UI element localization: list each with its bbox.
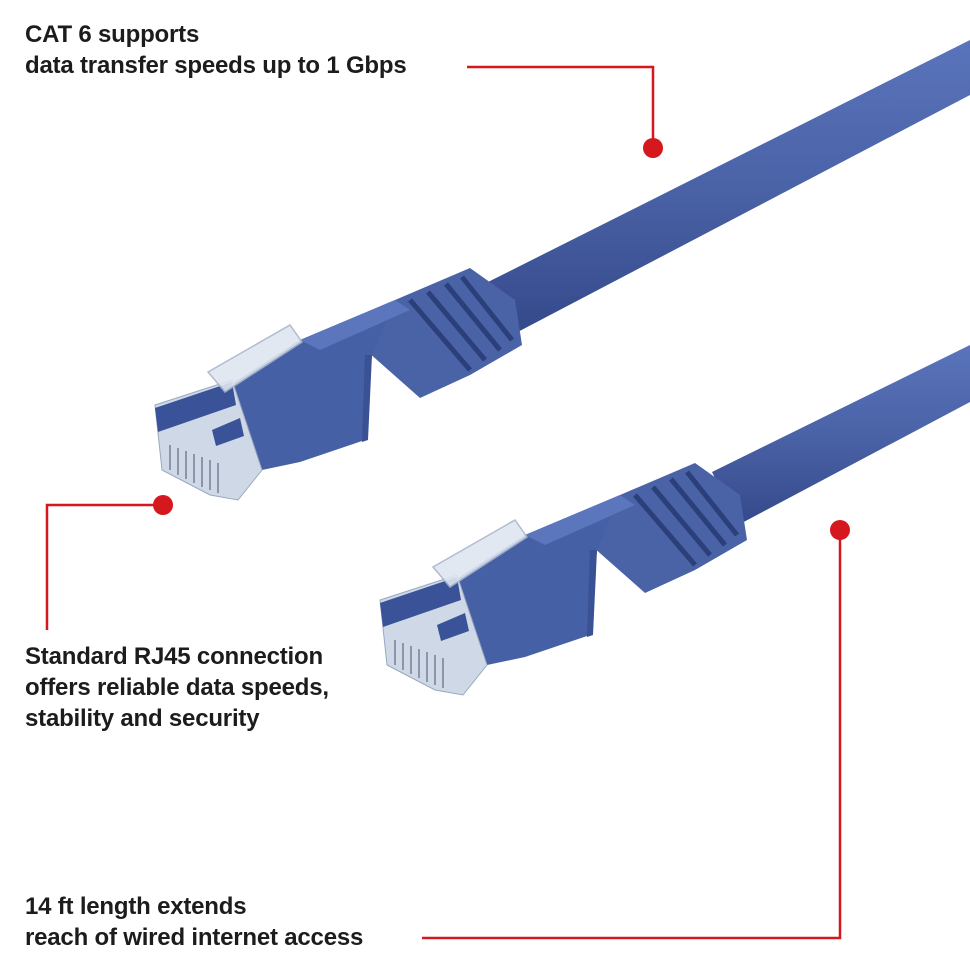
cable-cord-lower xyxy=(712,345,970,525)
callout-line-speed xyxy=(467,65,655,148)
callout-length-line-2: reach of wired internet access xyxy=(25,924,364,951)
callout-speed: CAT 6 supports data transfer speeds up t… xyxy=(25,19,407,81)
callout-length: 14 ft length extends reach of wired inte… xyxy=(25,891,363,953)
callout-rj45: Standard RJ45 connection offers reliable… xyxy=(25,641,329,734)
cable-cord-upper xyxy=(488,40,970,335)
callout-line-rj45 xyxy=(45,503,163,630)
callout-speed-line-1: CAT 6 supports xyxy=(25,21,200,48)
callout-dot-rj45 xyxy=(153,495,173,515)
callout-length-line-1: 14 ft length extends xyxy=(25,893,247,920)
callout-rj45-line-3: stability and security xyxy=(25,705,260,732)
callout-line-length xyxy=(422,530,842,940)
rj45-connector-upper xyxy=(155,268,522,500)
rj45-connector-lower xyxy=(380,463,747,695)
callout-dot-speed xyxy=(643,138,663,158)
callout-dot-length xyxy=(830,520,850,540)
callout-rj45-line-1: Standard RJ45 connection xyxy=(25,643,323,670)
callout-speed-line-2: data transfer speeds up to 1 Gbps xyxy=(25,52,407,79)
callout-rj45-line-2: offers reliable data speeds, xyxy=(25,674,329,701)
